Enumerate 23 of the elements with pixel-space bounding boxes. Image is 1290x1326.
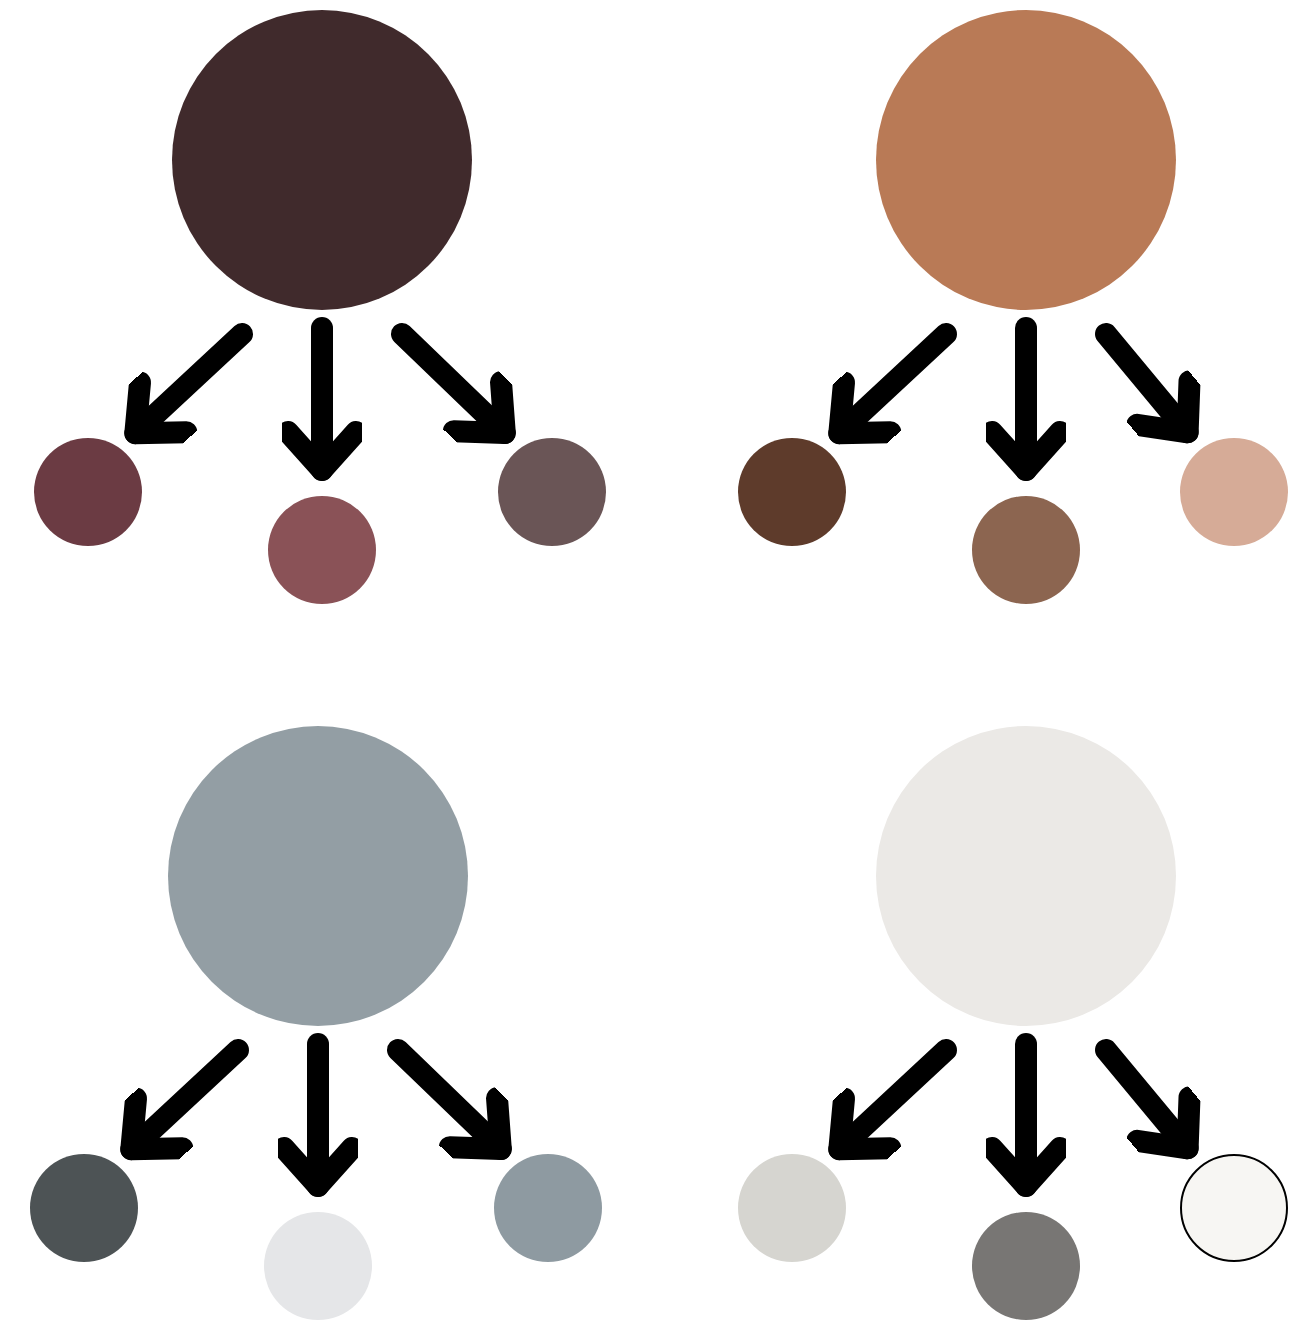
arrow bbox=[124, 323, 253, 445]
circle bbox=[1180, 438, 1288, 546]
arrow bbox=[981, 1033, 1071, 1197]
arrow bbox=[120, 1039, 249, 1161]
circle bbox=[738, 438, 846, 546]
circle bbox=[34, 438, 142, 546]
circle bbox=[498, 438, 606, 546]
arrow bbox=[273, 1033, 363, 1197]
circle bbox=[268, 496, 376, 604]
arrow bbox=[828, 323, 957, 445]
circle bbox=[30, 1154, 138, 1262]
arrow bbox=[1095, 1039, 1201, 1160]
arrow bbox=[387, 1039, 512, 1161]
arrow bbox=[1095, 323, 1201, 444]
circle bbox=[494, 1154, 602, 1262]
arrow bbox=[828, 1039, 957, 1161]
arrow bbox=[981, 317, 1071, 481]
circle bbox=[1180, 1154, 1288, 1262]
circle bbox=[738, 1154, 846, 1262]
circle bbox=[972, 1212, 1080, 1320]
arrow bbox=[277, 317, 367, 481]
arrow bbox=[391, 323, 516, 445]
circle bbox=[972, 496, 1080, 604]
